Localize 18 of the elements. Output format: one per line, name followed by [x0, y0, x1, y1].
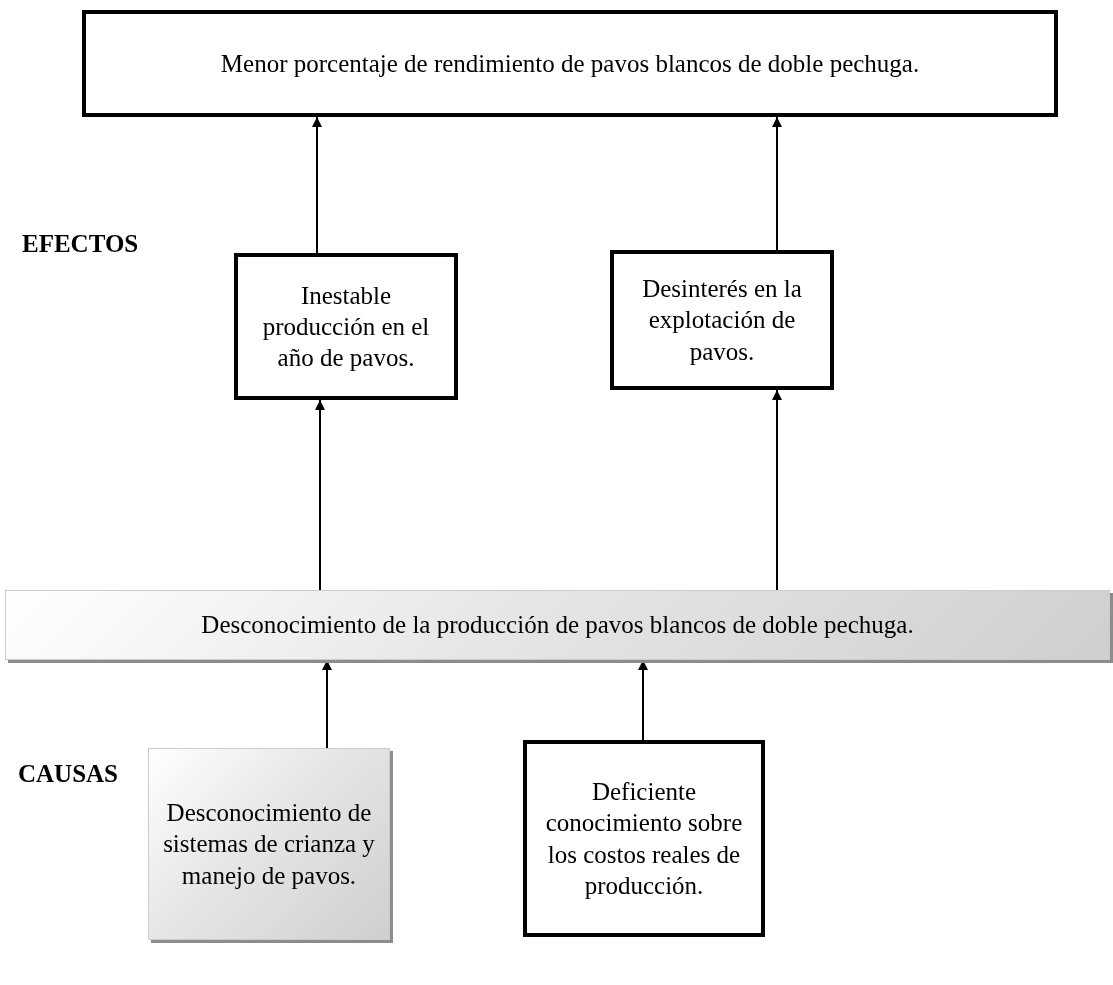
- process-box: [148, 748, 390, 940]
- arrow: [312, 116, 322, 254]
- arrow: [315, 399, 325, 591]
- arrow: [772, 389, 782, 591]
- box-text: Desinterés en la explotación de pavos.: [641, 274, 803, 367]
- process-box: [234, 253, 458, 400]
- box-text: Menor porcentaje de rendimiento de pavos blancos de doble pechuga.: [220, 48, 920, 79]
- box-text: Desconocimiento de la producción de pavos blancos de doble pechuga.: [201, 610, 914, 641]
- section-label: CAUSAS: [18, 760, 119, 788]
- problem-band: [5, 590, 1110, 660]
- box-text: Inestable producción en el año de pavos.: [261, 280, 431, 374]
- process-box: [523, 740, 765, 937]
- process-box: [82, 10, 1058, 117]
- box-text: Deficiente conocimiento sobre los costos reales de producción.: [544, 777, 744, 901]
- section-label: EFECTOS: [22, 230, 139, 258]
- process-box: [610, 250, 834, 390]
- arrow: [772, 116, 782, 251]
- box-text: Desconocimiento de sistemas de crianza y manejo de pavos.: [163, 798, 375, 891]
